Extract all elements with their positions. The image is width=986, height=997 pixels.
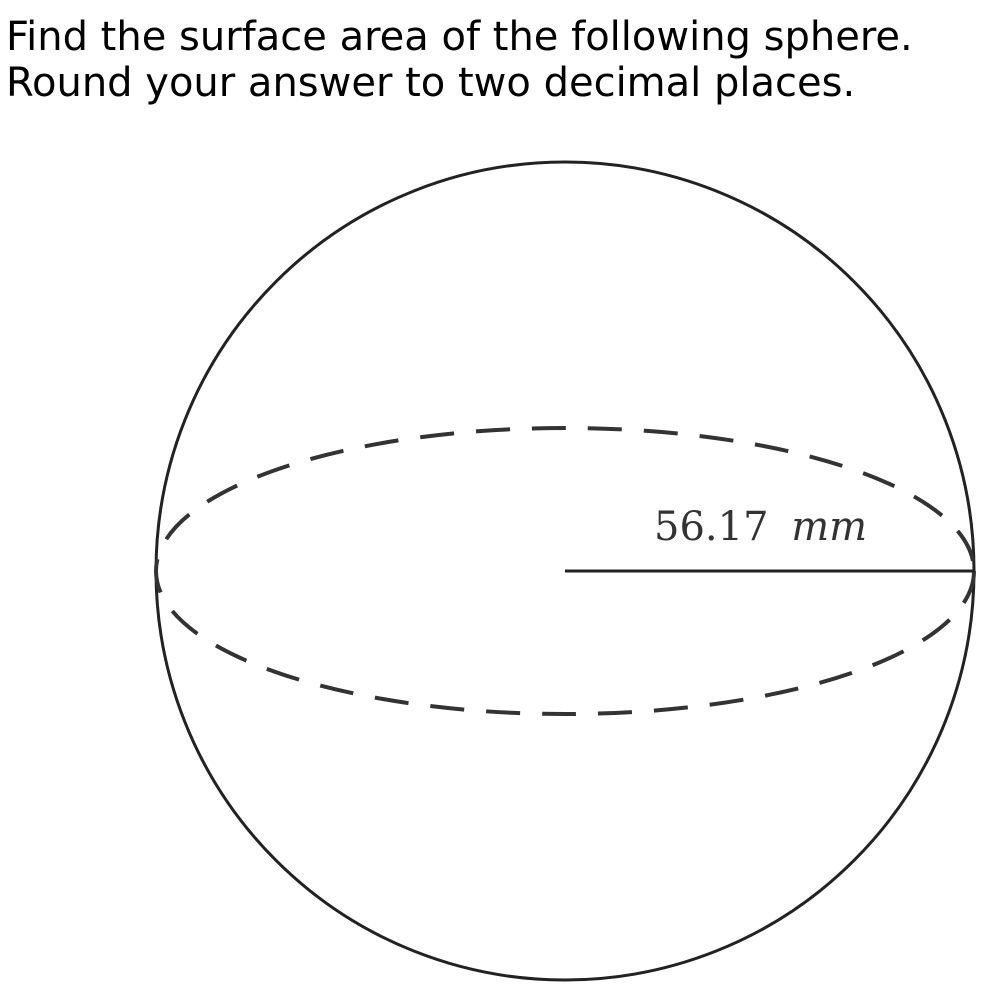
- question-line-2: Round your answer to two decimal places.: [6, 60, 856, 106]
- question-text: Find the surface area of the following s…: [6, 14, 913, 106]
- question-line-1: Find the surface area of the following s…: [6, 14, 913, 60]
- radius-unit: mm: [791, 504, 867, 550]
- radius-label: 56.17 mm: [654, 504, 867, 550]
- radius-value: 56.17: [654, 504, 769, 550]
